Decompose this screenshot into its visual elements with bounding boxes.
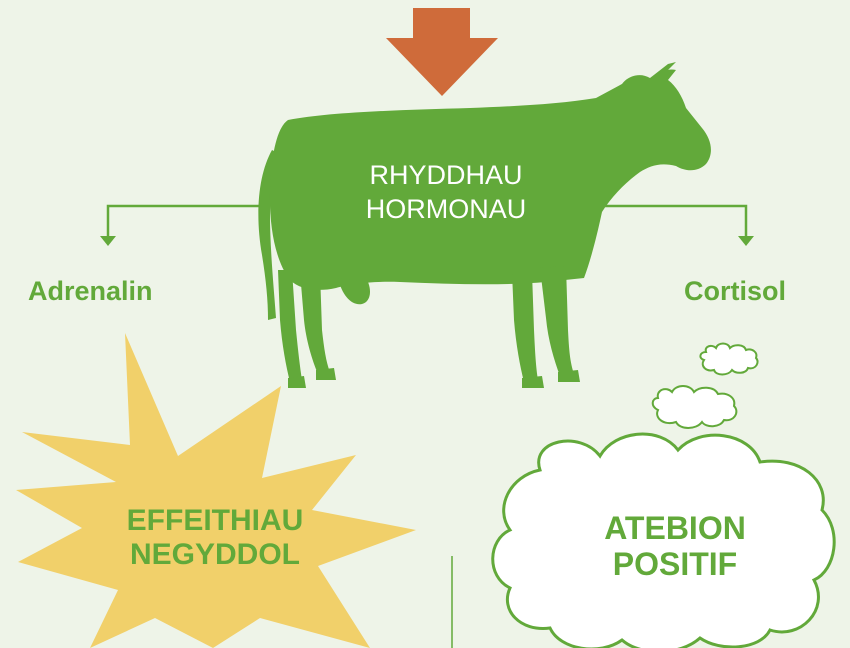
cloud-label-line2: POSITIF (535, 546, 815, 582)
right-connector-arrow (596, 206, 754, 246)
burst-label: EFFEITHIAU NEGYDDOL (70, 504, 360, 572)
cortisol-label: Cortisol (684, 276, 786, 307)
burst-label-line2: NEGYDDOL (70, 538, 360, 572)
cow-label: RHYDDHAU HORMONAU (335, 158, 557, 226)
cow-label-line1: RHYDDHAU (335, 158, 557, 192)
cloud-label: ATEBION POSITIF (535, 510, 815, 582)
cow-label-line2: HORMONAU (335, 192, 557, 226)
medium-cloud-icon (653, 386, 737, 428)
small-cloud-icon (700, 344, 757, 375)
adrenalin-label: Adrenalin (28, 276, 153, 307)
burst-label-line1: EFFEITHIAU (70, 504, 360, 538)
cloud-label-line1: ATEBION (535, 510, 815, 546)
input-arrow (386, 8, 498, 96)
left-connector-arrow (100, 206, 268, 246)
negative-effects-starburst (16, 333, 416, 648)
